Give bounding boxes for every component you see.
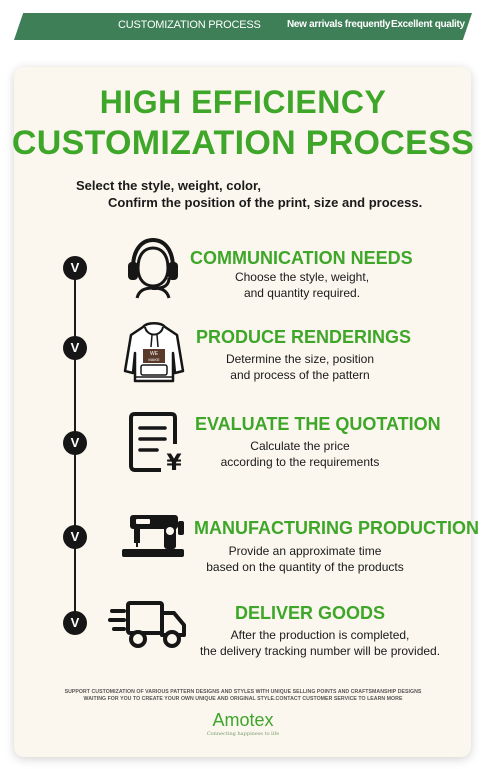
footer-note-line-2: WAITING FOR YOU TO CREATE YOUR OWN UNIQU… [83, 696, 403, 702]
hoodie-icon: WE MAKE [123, 322, 185, 383]
svg-text:MAKE: MAKE [148, 357, 160, 362]
step-title-2: PRODUCE RENDERINGS [196, 327, 412, 347]
page-title-line-2: CUSTOMIZATION PROCESS [11, 124, 475, 162]
headset-icon [128, 237, 178, 299]
invoice-icon: ¥ [129, 412, 182, 474]
step-desc-4a: Provide an approximate time [228, 544, 382, 558]
top-banner: CUSTOMIZATION PROCESS New arrivals frequ… [14, 13, 472, 40]
intro-line-1: Select the style, weight, color, [76, 178, 261, 193]
banner-tag-arrivals: New arrivals frequently [287, 19, 391, 30]
step-desc-1b: and quantity required. [243, 286, 361, 300]
step-desc-5b: the delivery tracking number will be pro… [199, 644, 441, 658]
banner-tag-quality: Excellent quality [391, 19, 465, 30]
step-check-1: V [63, 256, 87, 280]
step-desc-4b: based on the quantity of the products [206, 560, 404, 574]
process-card [14, 67, 471, 757]
step-title-3: EVALUATE THE QUOTATION [195, 414, 441, 434]
step-check-3: V [63, 431, 87, 455]
brand-logo: Amotex [212, 710, 274, 730]
page-title-line-1: HIGH EFFICIENCY [99, 84, 387, 120]
step-desc-3a: Calculate the price [250, 439, 350, 453]
step-check-2: V [63, 336, 87, 360]
step-desc-2b: and process of the pattern [230, 368, 370, 382]
step-desc-2a: Determine the size, position [225, 352, 375, 366]
brand-tagline: Connecting happiness to life [206, 731, 280, 737]
banner-title: CUSTOMIZATION PROCESS [118, 19, 261, 31]
step-title-4: MANUFACTURING PRODUCTION [194, 518, 479, 538]
step-title-1: COMMUNICATION NEEDS [190, 248, 413, 268]
sewing-machine-icon [122, 515, 184, 557]
step-desc-1a: Choose the style, weight, [234, 270, 370, 284]
svg-text:WE: WE [150, 351, 159, 357]
intro-line-2: Confirm the position of the print, size … [108, 195, 423, 210]
footer-note-line-1: SUPPORT CUSTOMIZATION OF VARIOUS PATTERN… [64, 689, 422, 695]
step-title-5: DELIVER GOODS [235, 603, 386, 623]
step-desc-3b: according to the requirements [220, 455, 380, 469]
delivery-truck-icon [108, 601, 186, 648]
svg-text:¥: ¥ [166, 451, 182, 474]
step-check-5: V [63, 611, 87, 635]
step-check-4: V [63, 525, 87, 549]
step-desc-5a: After the production is completed, [230, 628, 410, 642]
